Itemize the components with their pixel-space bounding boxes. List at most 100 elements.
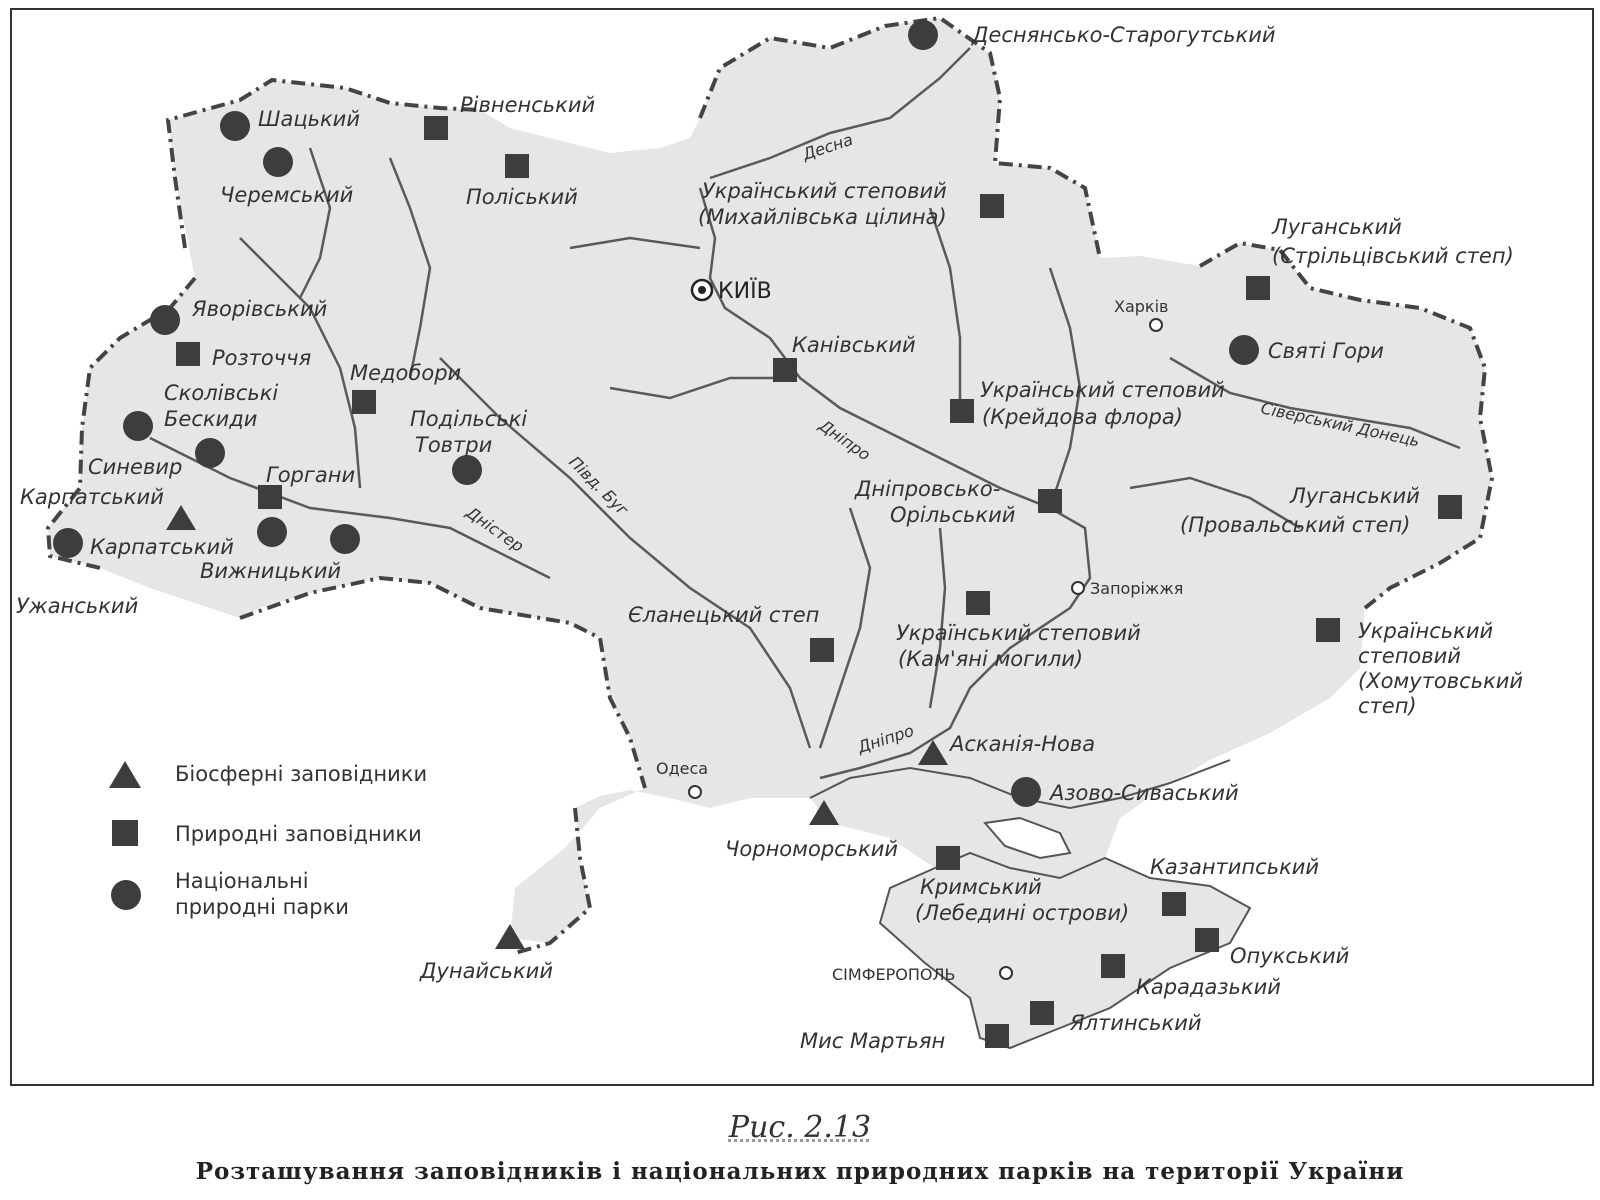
- marker-askania-bio: [918, 740, 948, 765]
- label-roztochia: Розточчя: [212, 346, 311, 370]
- marker-skolivski-park: [123, 411, 153, 441]
- label-azovo: Азово-Сиваський: [1048, 781, 1239, 805]
- city-odesa: Одеса: [656, 759, 708, 799]
- marker-medobory-reserve: [352, 390, 376, 414]
- label-luh-prov-1: Луганський: [1289, 484, 1420, 508]
- marker-dnipr-or-reserve: [1038, 489, 1062, 513]
- label-kanivskyi: Канівський: [792, 333, 916, 357]
- marker-dunaiskyi-bio: [495, 924, 525, 949]
- label-synevyr: Синевир: [88, 455, 182, 479]
- label-opukskyi: Опукський: [1230, 944, 1349, 968]
- crimea-coast: [878, 851, 1252, 1050]
- marker-rivnenskyi-reserve: [424, 116, 448, 140]
- marker-podilski-park: [452, 455, 482, 485]
- city-zaporizhzhia-label: Запоріжжя: [1090, 579, 1183, 598]
- city-odesa-label: Одеса: [656, 759, 708, 778]
- legend-biosphere-label: Біосферні заповідники: [175, 762, 427, 786]
- marker-ukr-kreid-reserve: [950, 399, 974, 423]
- label-yavorivskyi: Яворівський: [191, 297, 327, 321]
- river-northwest: [298, 147, 332, 299]
- marker-synevyr-park: [195, 438, 225, 468]
- river-north-2: [928, 207, 962, 408]
- marker-mys-martian-reserve: [985, 1024, 1009, 1048]
- label-ukr-khom-4: степ): [1358, 694, 1417, 718]
- river-east-1: [1048, 267, 1082, 509]
- river-south-1: [818, 507, 872, 749]
- city-kyiv-label: КИЇВ: [718, 278, 772, 304]
- label-vyzhnytskyi: Вижницький: [200, 559, 341, 583]
- city-kyiv: КИЇВ: [690, 278, 772, 304]
- label-luh-str-1: Луганський: [1271, 215, 1402, 239]
- legend-parks-label-2: природні парки: [175, 895, 349, 919]
- marker-yavorivskyi-park: [150, 305, 180, 335]
- legend-circle-icon: [111, 880, 141, 910]
- marker-shatskyi-park: [220, 111, 250, 141]
- label-ukr-kam-2: (Кам'яні могили): [898, 647, 1083, 671]
- label-cheremskyi: Черемський: [220, 183, 353, 207]
- label-sviati-hory: Святі Гори: [1268, 339, 1384, 363]
- border-moldova-south: [514, 807, 593, 955]
- label-ukr-khom-3: (Хомутовський: [1358, 669, 1523, 693]
- marker-ukr-kam-reserve: [966, 591, 990, 615]
- city-simferopol-label: СІМФЕРОПОЛЬ: [832, 965, 955, 984]
- label-kryms-2: (Лебедині острови): [915, 901, 1129, 925]
- river-dnister: [149, 436, 551, 580]
- river-north-1: [569, 236, 701, 250]
- label-ukr-khom-2: степовий: [1358, 644, 1461, 668]
- marker-yaltynskyi-reserve: [1030, 1001, 1054, 1025]
- marker-ukr-mykh-reserve: [980, 194, 1004, 218]
- city-simferopol-marker: [999, 966, 1013, 980]
- marker-desniansko-park: [908, 20, 938, 50]
- marker-vyzhnytskyi-park-2: [330, 524, 360, 554]
- city-simferopol: СІМФЕРОПОЛЬ: [832, 965, 1013, 984]
- river-center: [609, 376, 790, 400]
- legend: Біосферні заповідники Природні заповідни…: [109, 761, 427, 919]
- label-podilski-1: Подільські: [410, 407, 527, 431]
- ukraine-territory: [48, 18, 1492, 1048]
- marker-sviati-hory-park: [1229, 335, 1259, 365]
- city-zaporizhzhia-marker: [1071, 581, 1085, 595]
- label-kazantypskyi: Казантипський: [1150, 855, 1319, 879]
- label-shatskyi: Шацький: [258, 107, 360, 131]
- rivers-group: [149, 47, 1461, 780]
- river-pivd-buh: [439, 357, 812, 749]
- label-ukr-kreid-2: (Крейдова флора): [982, 405, 1183, 429]
- label-ukr-mykh-1: Український степовий: [702, 179, 947, 203]
- river-west-1: [239, 237, 362, 489]
- label-uzhanskyi: Ужанський: [16, 594, 138, 618]
- marker-elanetskyi-reserve: [810, 638, 834, 662]
- label-karadazkyi: Карадазький: [1136, 975, 1281, 999]
- river-donets: [1169, 356, 1461, 450]
- marker-poliskyi-reserve: [505, 154, 529, 178]
- label-podilski-2: Товтри: [415, 433, 492, 457]
- marker-luh-str-reserve: [1246, 276, 1270, 300]
- label-skolivski-2: Бескиди: [164, 407, 257, 431]
- label-chornomorskyi: Чорноморський: [725, 837, 898, 861]
- city-zaporizhzhia: Запоріжжя: [1071, 579, 1183, 598]
- legend-parks-label-1: Національні: [175, 869, 309, 893]
- label-karpatskyi-bio: Карпатський: [20, 485, 164, 509]
- river-west-2: [388, 157, 432, 379]
- marker-karpatskyi-park: [53, 528, 83, 558]
- label-elanetskyi: Єланецький степ: [628, 603, 819, 627]
- label-poliskyi: Поліський: [466, 185, 578, 209]
- label-dnipr-or-2: Орільський: [890, 503, 1015, 527]
- city-kyiv-dot: [698, 286, 706, 294]
- legend-triangle-icon: [109, 761, 141, 788]
- border-northwest: [165, 77, 481, 249]
- figure-number: Рис. 2.13: [728, 1110, 872, 1145]
- legend-square-icon: [112, 820, 138, 846]
- label-ukr-mykh-2: (Михайлівська цілина): [698, 205, 947, 229]
- border-east: [1199, 240, 1495, 610]
- label-yaltynskyi: Ялтинський: [1069, 1011, 1202, 1035]
- label-kryms-1: Кримський: [920, 875, 1042, 899]
- marker-opukskyi-reserve: [1195, 928, 1219, 952]
- label-dunaiskyi: Дунайський: [419, 959, 553, 983]
- border-north: [698, 15, 1102, 259]
- marker-karadazkyi-reserve: [1101, 954, 1125, 978]
- city-kharkiv-label: Харків: [1114, 297, 1168, 316]
- legend-nature-label: Природні заповідники: [175, 822, 422, 846]
- marker-azovo-park: [1011, 777, 1041, 807]
- marker-kazantypskyi-reserve: [1162, 892, 1186, 916]
- figure-caption: Розташування заповідників і національних…: [195, 1158, 1405, 1185]
